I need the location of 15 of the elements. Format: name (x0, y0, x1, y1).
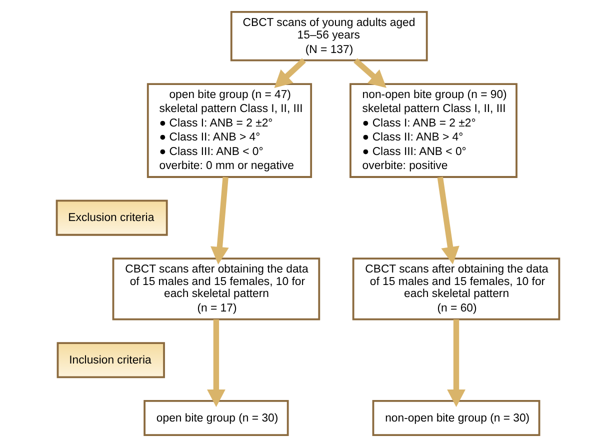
node-box: CBCT scans after obtaining the data of 15 males and 15 females, 10 for each skeletal pattern (n = 60) (352, 258, 560, 320)
node-box: open bite group (n = 30) (144, 400, 289, 436)
arrow (207, 319, 226, 408)
arrow (354, 58, 386, 88)
node-box: non-open bite group (n = 30) (372, 400, 540, 436)
node-box: Exclusion criteria (56, 200, 168, 236)
arrow (437, 176, 460, 264)
arrow (274, 58, 306, 88)
node-box: Inclusion criteria (56, 342, 165, 378)
node-box: CBCT scans after obtaining the data of 15 males and 15 females, 10 for each skeletal pattern (n = 17) (112, 258, 320, 320)
node-box: open bite group (n = 47) skeletal pattern Class I, II, III ● Class I: ANB = 2 ±2° ● Class II: ANB > 4° ● Class III: ANB < 0° overbite: 0 mm or negative (146, 83, 312, 178)
node-box: non-open bite group (n = 90) skeletal pattern Class I, II, III ● Class I: ANB = 2 ±2° ● Class II: ANB > 4° ● Class III: ANB < 0° overbite: positive (350, 83, 518, 178)
node-box: CBCT scans of young adults aged 15–56 years (N = 137) (230, 10, 428, 62)
arrow (447, 319, 466, 408)
arrow (210, 176, 229, 264)
